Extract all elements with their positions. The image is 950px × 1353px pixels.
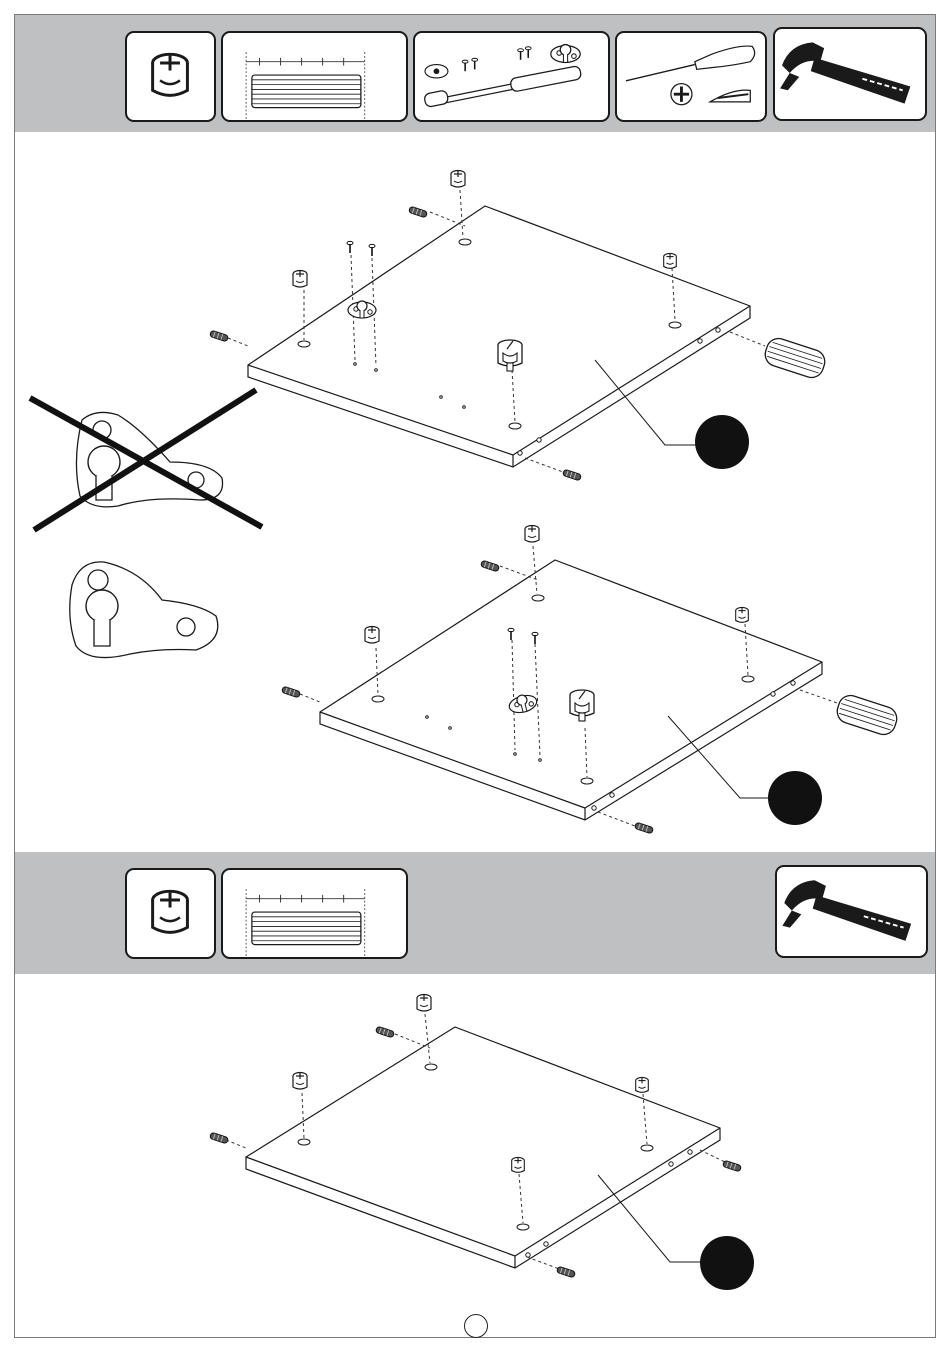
- crossed-out-bracket-icon: [30, 390, 262, 530]
- ball-mount-bracket-icon: [70, 562, 218, 658]
- panel-3: [209, 995, 741, 1278]
- part-callout-marker: [695, 415, 749, 469]
- part-callout-marker: [768, 771, 822, 825]
- part-callout-marker: [700, 1236, 754, 1290]
- page-number: [464, 1314, 488, 1338]
